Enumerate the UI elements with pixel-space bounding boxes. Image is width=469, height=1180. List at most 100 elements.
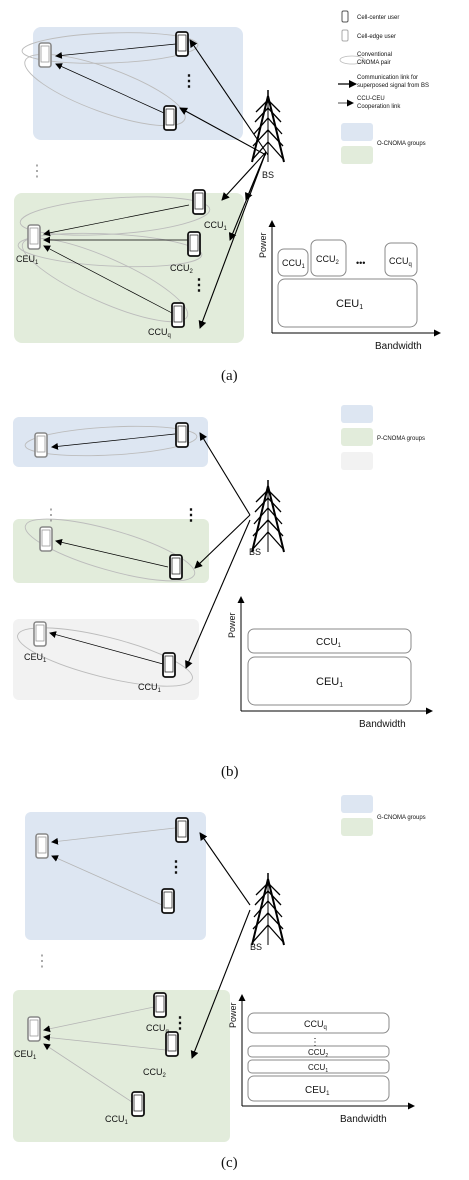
- legend-g-groups: G-CNOMA groups: [377, 815, 426, 821]
- ccu1-block-c: [247, 1059, 390, 1074]
- ccu2-block-c: [247, 1045, 390, 1058]
- legend-comm-2: superposed signal from BS: [357, 83, 429, 89]
- base-station-tower-a: [251, 89, 285, 163]
- ccuq-block-label-a: CCUq: [389, 256, 412, 268]
- legend-o-groups: O-CNOMA groups: [377, 141, 426, 147]
- vdots-a3: ⋮: [29, 163, 45, 180]
- caption-b: (b): [221, 764, 239, 780]
- ccu1-block-b: [247, 628, 412, 654]
- bs-label-b: BS: [249, 547, 261, 557]
- panel-c: ⋮ ⋮ ⋮ CEU1 CCUq CCU2 CCU1 BS Power Bandw…: [13, 795, 426, 1171]
- ccu1-block-a: [277, 248, 309, 277]
- coop-links-b: [49, 433, 176, 665]
- ceu1-block-a: [277, 278, 418, 328]
- blue-group-legend-swatch-b: [341, 405, 373, 423]
- caption-c: (c): [221, 1155, 238, 1171]
- cell-center-phone-c2: [161, 888, 175, 914]
- legend-b: P-CNOMA groups: [341, 405, 425, 470]
- label-ceu1-a: CEU1: [16, 254, 39, 266]
- ccu2-block-label-c: CCU2: [308, 1048, 328, 1059]
- vdots-c1: ⋮: [168, 859, 184, 876]
- cell-edge-phone-c2: [27, 1016, 41, 1042]
- cell-center-phone-c1: [175, 817, 189, 843]
- base-station-tower-c: [251, 872, 285, 946]
- label-ceu1-c: CEU1: [14, 1049, 37, 1061]
- legend-comm-1: Communication link for: [357, 75, 418, 81]
- cell-edge-phone-a2: [27, 224, 41, 250]
- bs-label-c: BS: [250, 942, 262, 952]
- vdots-c2: ⋮: [172, 1015, 188, 1032]
- bandwidth-axis-label-a: Bandwidth: [375, 341, 422, 352]
- label-ccu2-a: CCU2: [170, 263, 194, 275]
- vdots-b1: ⋮: [43, 507, 59, 524]
- cell-edge-phone-b2: [39, 526, 53, 552]
- ccuq-block-label-c: CCUq: [304, 1019, 327, 1031]
- label-ceu1-b: CEU1: [24, 652, 47, 664]
- vdots-a1: ⋮: [181, 73, 197, 90]
- ccu1-block-label-b: CCU1: [316, 637, 342, 649]
- cell-edge-phone-c1: [35, 833, 49, 859]
- green-group-b: [13, 519, 209, 583]
- green-group-legend-swatch-a: [341, 146, 373, 164]
- label-ccu2-c: CCU2: [143, 1067, 167, 1079]
- blue-group-a: [33, 27, 243, 140]
- ccu1-block-label-c: CCU1: [308, 1063, 328, 1074]
- bandwidth-axis-label-c: Bandwidth: [340, 1114, 387, 1125]
- bs-label-a: BS: [262, 170, 274, 180]
- cell-center-phone-a5: [171, 302, 185, 328]
- label-ccu1-a: CCU1: [204, 220, 228, 232]
- ceu1-block-b: [247, 656, 412, 706]
- cell-center-phone-a2: [163, 105, 177, 131]
- blue-group-c: [25, 812, 206, 940]
- label-ccuq-c: CCUq: [146, 1023, 169, 1035]
- cell-center-phone-b3: [162, 652, 176, 678]
- green-group-a: [14, 193, 244, 343]
- cell-center-legend-icon: [341, 10, 349, 23]
- panel-a: ⋮ ⋮ ⋮ CCU1 CCU2 CCUq CEU1 BS Power Bandw…: [14, 10, 441, 384]
- legend-coop-1: CCU-CEU: [357, 96, 385, 102]
- cnoma-pair-legend-icon: [339, 55, 365, 65]
- cell-center-phone-c3: [153, 992, 167, 1018]
- caption-a: (a): [221, 368, 238, 384]
- cell-center-phone-b2: [169, 554, 183, 580]
- vdots-b2: ⋮: [183, 507, 199, 524]
- bandwidth-axis-label-b: Bandwidth: [359, 719, 406, 730]
- power-axis-label-b: Power: [227, 612, 237, 638]
- ceu1-block-c: [247, 1075, 390, 1102]
- legend-cell-edge: Cell-edge user: [357, 34, 396, 40]
- base-station-tower-b: [251, 479, 285, 553]
- cell-edge-phone-b3: [33, 621, 47, 647]
- vdots-c3: ⋮: [34, 953, 50, 970]
- bs-links-b: [185, 432, 251, 669]
- gray-group-b: [13, 619, 199, 700]
- ceu1-block-label-c: CEU1: [305, 1085, 330, 1097]
- bs-links-a: [179, 39, 269, 329]
- power-plot-b: Power Bandwidth CEU1 CCU1: [227, 596, 433, 730]
- cell-edge-phone-b1: [34, 432, 48, 458]
- label-ccu1-c: CCU1: [105, 1114, 129, 1126]
- cell-center-phone-a4: [187, 231, 201, 257]
- coop-links-a: [43, 43, 190, 314]
- legend-cnoma-1: Conventional: [357, 52, 392, 58]
- ccuq-block-a: [384, 242, 418, 277]
- blue-group-b: [13, 417, 208, 467]
- cell-center-phone-c5: [131, 1091, 145, 1117]
- power-plot-c: Power Bandwidth CEU1 CCU1 CCU2 ⋮ CCUq: [228, 994, 415, 1125]
- coop-links-c: [43, 827, 176, 1103]
- green-group-legend-swatch-c: [341, 818, 373, 836]
- legend-coop-2: Cooperation link: [357, 104, 401, 110]
- power-axis-label-c: Power: [228, 1002, 238, 1028]
- cell-center-phone-c4: [165, 1031, 179, 1057]
- green-group-legend-swatch-b: [341, 428, 373, 446]
- cnoma-pair-ellipses-b: [17, 425, 198, 687]
- power-plot-a: Power Bandwidth CEU1 CCU1 CCU2 ••• CCUq: [258, 220, 441, 352]
- ccu2-block-a: [310, 239, 347, 277]
- cell-center-phone-a3: [192, 189, 206, 215]
- ceu1-block-label-a: CEU1: [336, 298, 363, 311]
- blue-group-legend-swatch-a: [341, 123, 373, 141]
- cell-center-phone-b1: [175, 422, 189, 448]
- vdots-a2: ⋮: [191, 277, 207, 294]
- legend-c: G-CNOMA groups: [341, 795, 426, 836]
- legend-cnoma-2: CNOMA pair: [357, 60, 391, 66]
